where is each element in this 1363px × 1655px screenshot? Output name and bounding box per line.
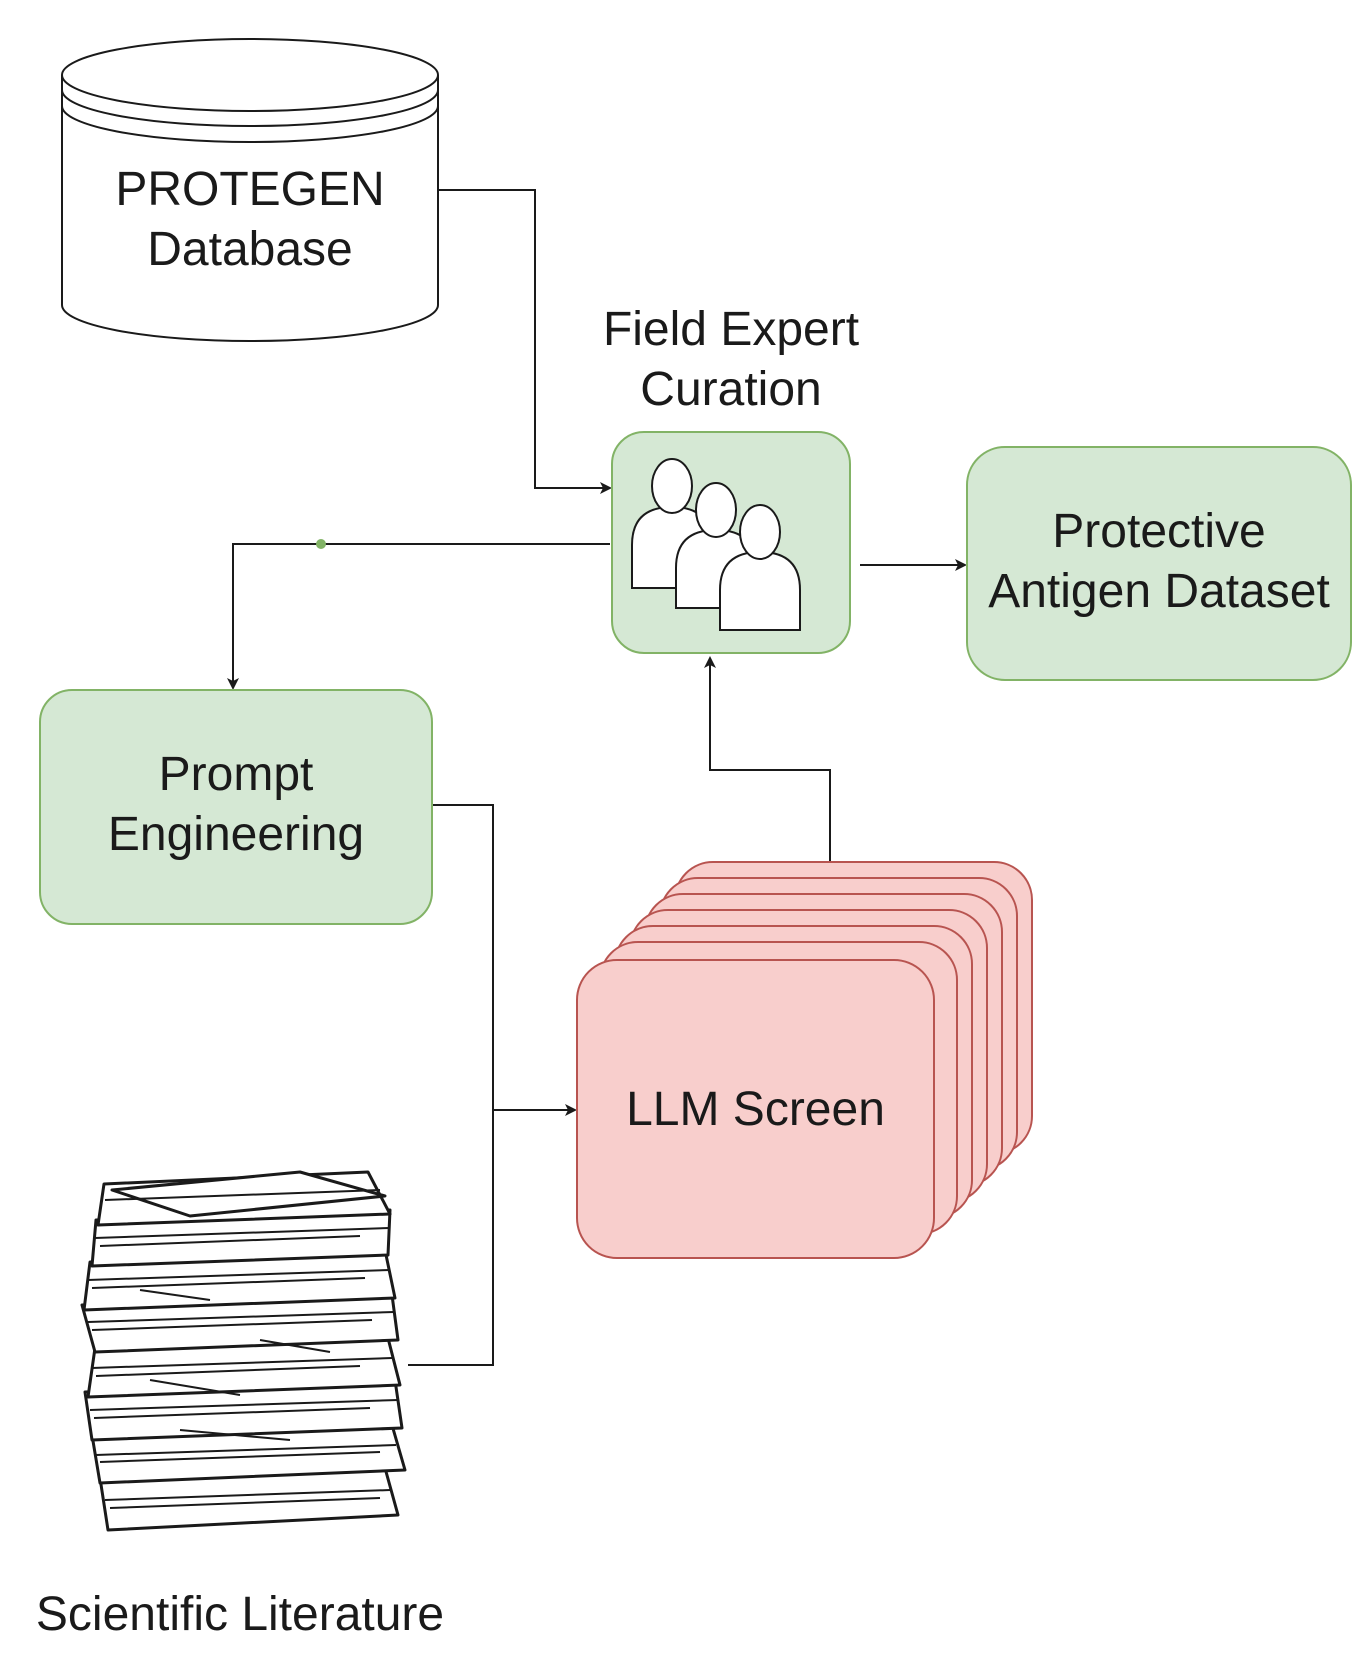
prompt-engineering-line1: Prompt: [158, 748, 314, 801]
edge-prompt-to-llm: [432, 804, 577, 1116]
protegen-database-label: PROTEGEN Database: [62, 160, 438, 280]
scientific-literature-label: Scientific Literature: [0, 1585, 480, 1645]
field-expert-curation-label: Field Expert Curation: [531, 300, 931, 420]
field-expert-curation-line2: Curation: [640, 363, 822, 416]
field-expert-curation-box[interactable]: [611, 431, 851, 654]
protegen-database-line2: Database: [147, 223, 353, 276]
protective-antigen-dataset-label: Protective Antigen Dataset: [967, 502, 1351, 622]
prompt-engineering-label: Prompt Engineering: [40, 745, 432, 865]
field-expert-curation-line1: Field Expert: [602, 303, 860, 356]
edge-literature-to-llm: [408, 1110, 494, 1366]
edge-llm-to-curation: [704, 656, 831, 885]
llm-screen-stack[interactable]: [576, 861, 1033, 1259]
prompt-engineering-box[interactable]: [39, 689, 433, 925]
edge-database-to-curation: [438, 189, 612, 494]
llm-screen-text: LLM Screen: [626, 1083, 885, 1136]
edge-curation-to-prompt: [227, 543, 610, 690]
protegen-database-line1: PROTEGEN: [115, 163, 385, 216]
edge-waypoint-dot: [316, 539, 326, 549]
llm-screen-label: LLM Screen: [577, 1080, 934, 1140]
paper-stack-icon[interactable]: [80, 1170, 407, 1532]
people-group-icon: [631, 458, 801, 631]
scientific-literature-text: Scientific Literature: [35, 1588, 445, 1641]
protective-antigen-dataset-line2: Antigen Dataset: [988, 565, 1330, 618]
protegen-database-cylinder[interactable]: [61, 38, 439, 342]
protective-antigen-dataset-line1: Protective: [1052, 505, 1266, 558]
prompt-engineering-line2: Engineering: [107, 808, 365, 861]
protective-antigen-dataset-box[interactable]: [966, 446, 1352, 681]
